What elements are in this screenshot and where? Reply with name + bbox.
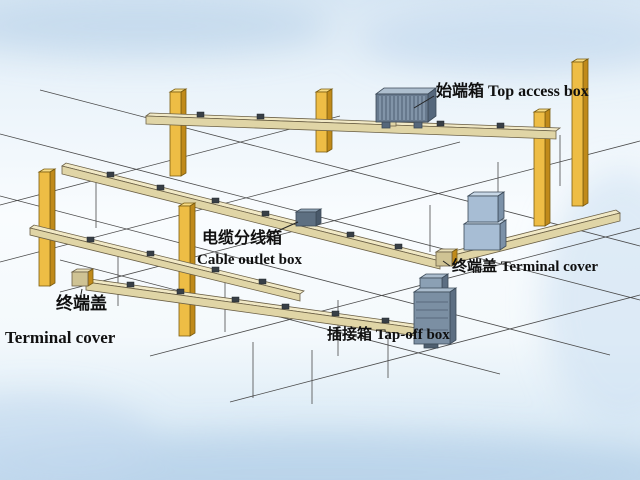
label-cable-outlet-box-en: Cable outlet box	[197, 252, 302, 268]
busway-joints-header	[196, 111, 505, 129]
label-top-access-box: 始端箱 Top access box	[436, 83, 589, 100]
cable-outlet-box	[294, 208, 323, 227]
plug-points-bottom	[126, 281, 390, 324]
label-tap-off-box: 插接箱 Tap-off box	[327, 327, 450, 343]
column-top-left	[168, 88, 188, 177]
label-terminal-cover-left-cn: 终端盖	[56, 294, 107, 313]
top-access-box	[374, 87, 438, 129]
plug-points-middle	[106, 171, 403, 250]
busway-run-lower-left	[29, 224, 305, 302]
label-terminal-cover-left-en: Terminal cover	[5, 328, 116, 347]
hanger-drop-wires	[95, 135, 561, 404]
terminal-cover-left	[70, 268, 95, 287]
tap-off-box	[412, 273, 458, 349]
stacked-distribution-boxes	[462, 191, 508, 251]
column-far-right	[570, 58, 590, 207]
label-terminal-cover-right: 终端盖 Terminal cover	[452, 259, 599, 275]
column-right	[532, 108, 552, 227]
terminal-cover-right	[434, 248, 459, 267]
leader-lines	[79, 95, 451, 337]
label-cable-outlet-box-cn: 电缆分线箱	[202, 230, 283, 247]
